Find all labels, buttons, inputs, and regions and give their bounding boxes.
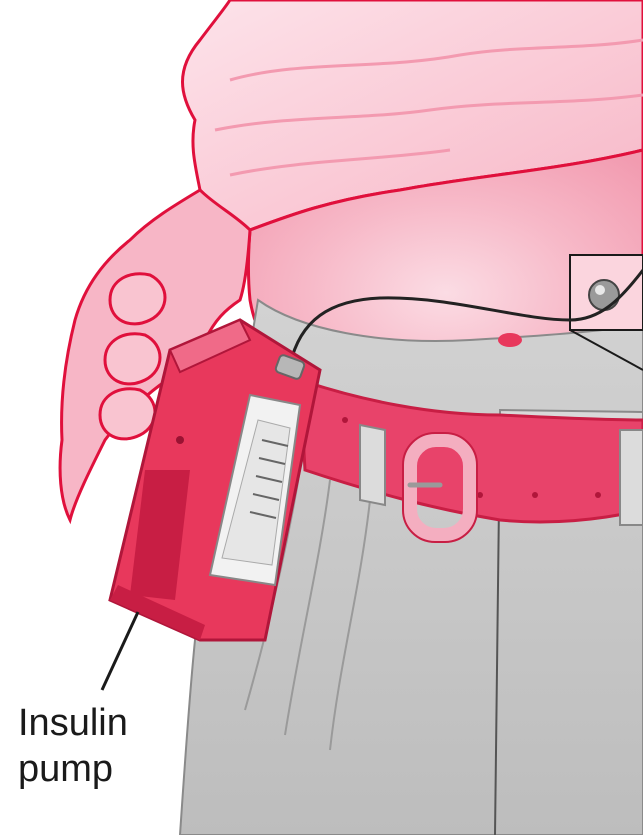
label-line-2: pump — [18, 746, 168, 792]
finger — [105, 334, 160, 384]
infusion-site-icon — [589, 280, 619, 310]
insulin-pump-label: Insulin pump — [18, 700, 168, 792]
belly-button — [498, 333, 522, 347]
belt-loop — [360, 425, 385, 505]
belt-hole — [532, 492, 538, 498]
finger — [110, 274, 165, 324]
belt-loop — [620, 430, 643, 525]
belt-hole — [595, 492, 601, 498]
leader-line-icon — [102, 612, 138, 690]
finger — [100, 389, 155, 439]
belt-hole — [342, 417, 348, 423]
label-line-1: Insulin — [18, 700, 168, 746]
pump-indicator — [176, 436, 184, 444]
